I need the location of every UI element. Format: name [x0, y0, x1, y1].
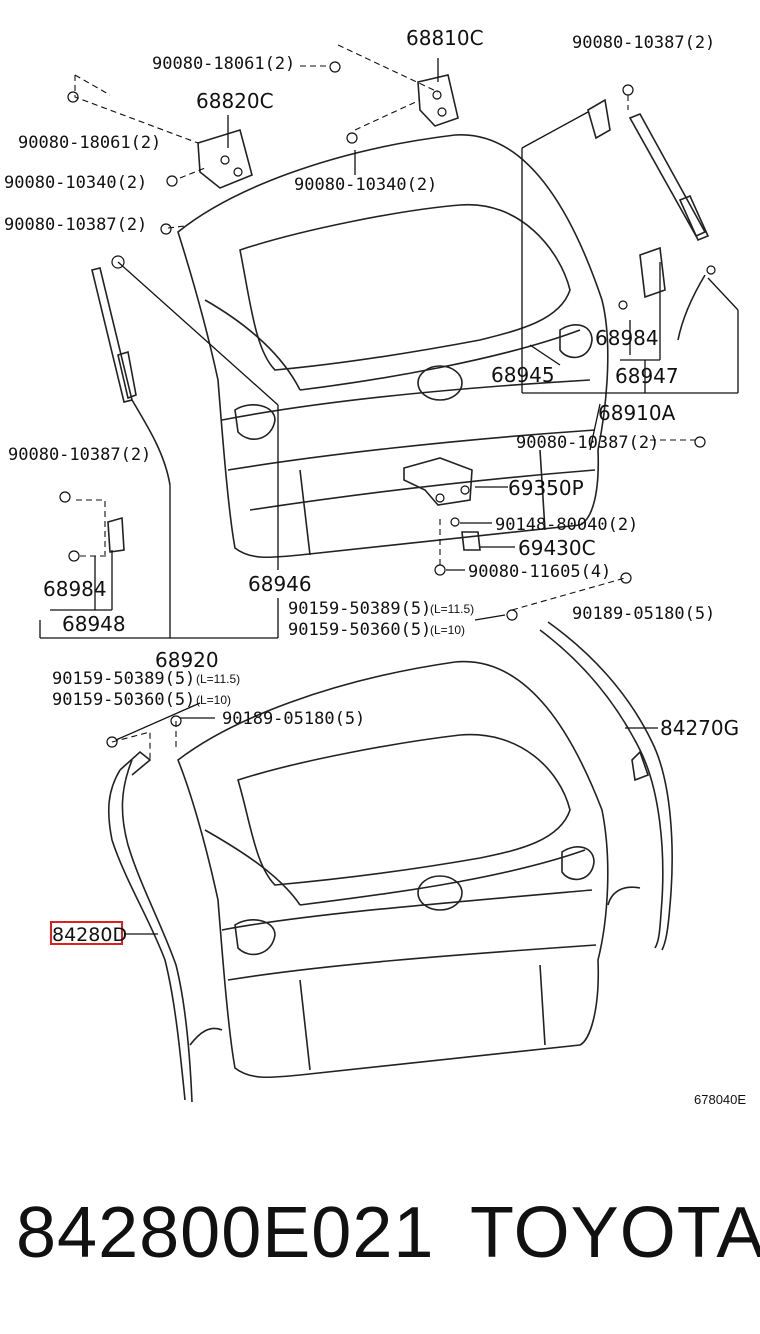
- weatherstrip-84270G: [539, 621, 673, 951]
- label-68946: 68946: [248, 572, 312, 596]
- weatherstrip-84280D: [107, 750, 223, 1103]
- label-90080-18061-left: 90080-18061(2): [18, 133, 161, 153]
- label-90159-50389-b-len: (L=11.5): [196, 672, 240, 686]
- gas-strut-right: [587, 98, 710, 341]
- label-90189-05180-left: 90189-05180(5): [222, 709, 365, 729]
- label-68810C: 68810C: [406, 26, 484, 50]
- label-90159-50360-b: 90159-50360(5): [52, 690, 195, 710]
- label-90080-10340-left: 90080-10340(2): [4, 173, 147, 193]
- label-90148-80040: 90148-80040(2): [495, 515, 638, 535]
- label-90080-10387-left: 90080-10387(2): [4, 215, 147, 235]
- back-door-panel-upper: [177, 134, 609, 559]
- leader-lines-lower: [111, 702, 658, 935]
- label-84280D: 84280D: [52, 924, 127, 946]
- label-90080-10387-tr: 90080-10387(2): [572, 33, 715, 53]
- label-68947: 68947: [615, 364, 679, 388]
- part-caption: 842800E021 TOYOTA: [0, 1192, 760, 1282]
- hinge-68810C: [417, 74, 459, 127]
- label-68945: 68945: [491, 363, 555, 387]
- label-90159-50389-a-len: (L=11.5): [430, 602, 474, 616]
- label-90080-18061-top: 90080-18061(2): [152, 54, 295, 74]
- leader-lines-upper: [39, 44, 739, 639]
- label-68984-right: 68984: [595, 326, 659, 350]
- back-door-panel-lower: [177, 660, 609, 1079]
- gas-strut-left: [91, 255, 171, 486]
- caption-brand: TOYOTA: [470, 1193, 760, 1273]
- diagram-canvas: 68810C 90080-18061(2) 90080-10387(2) 688…: [4, 26, 746, 1107]
- striker-69430C: [461, 531, 481, 551]
- label-68984-left: 68984: [43, 577, 107, 601]
- label-90159-50389-a: 90159-50389(5): [288, 599, 431, 619]
- diagram-ref-code: 678040E: [694, 1092, 746, 1107]
- stay-bracket-left: [68, 499, 125, 562]
- label-68948: 68948: [62, 612, 126, 636]
- label-90159-50360-b-len: (L=10): [196, 693, 231, 707]
- label-90080-11605: 90080-11605(4): [468, 562, 611, 582]
- label-68910A: 68910A: [598, 401, 676, 425]
- label-84270G: 84270G: [660, 716, 739, 740]
- label-90159-50360-a-len: (L=10): [430, 623, 465, 637]
- label-90159-50389-b: 90159-50389(5): [52, 669, 195, 689]
- stay-bracket-right: [618, 246, 716, 310]
- label-90189-05180-right: 90189-05180(5): [572, 604, 715, 624]
- label-90159-50360-a: 90159-50360(5): [288, 620, 431, 640]
- hinge-68820C: [197, 128, 253, 189]
- bolts-upper: [59, 61, 706, 621]
- highlight-box: [50, 921, 123, 945]
- label-69350P: 69350P: [508, 476, 584, 500]
- label-69430C: 69430C: [518, 536, 596, 560]
- labels: 68810C 90080-18061(2) 90080-10387(2) 688…: [4, 26, 746, 1107]
- label-90080-10387-lower: 90080-10387(2): [8, 445, 151, 465]
- caption-part-number: 842800E021: [16, 1193, 435, 1273]
- label-90080-10387-mid: 90080-10387(2): [516, 433, 659, 453]
- label-68920: 68920: [155, 648, 219, 672]
- label-90080-10340-mid: 90080-10340(2): [294, 175, 437, 195]
- lock-assembly-69350P: [403, 457, 473, 506]
- bolts-lower: [106, 715, 182, 748]
- label-68820C: 68820C: [196, 89, 274, 113]
